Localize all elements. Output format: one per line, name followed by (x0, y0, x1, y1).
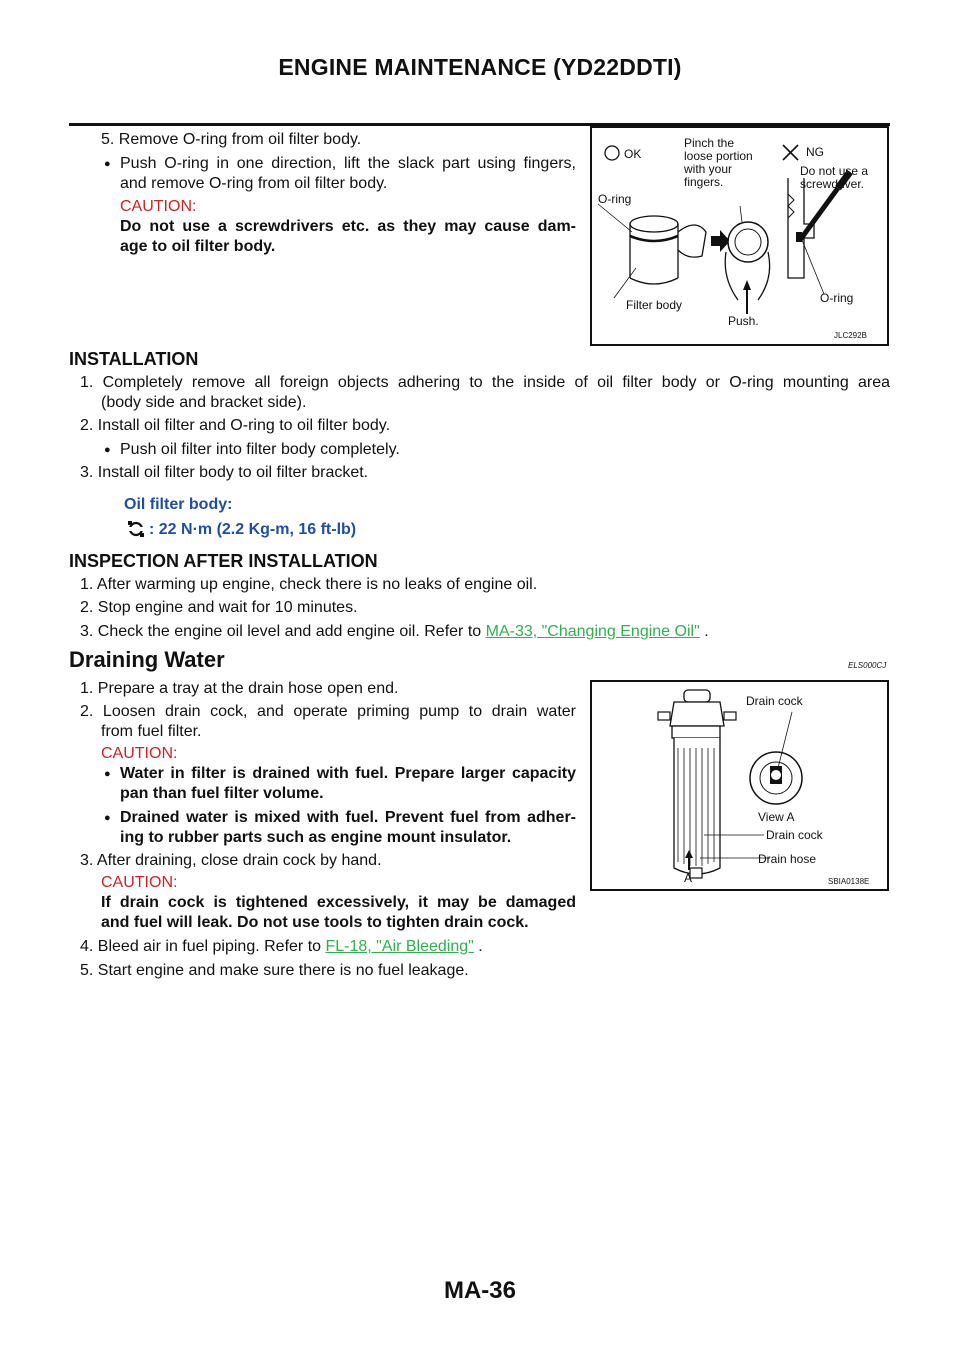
label-pinch-line1: Pinch the (684, 136, 735, 150)
draining-step2-line1: 2. Loosen drain cock, and operate primin… (80, 703, 576, 720)
draining-c2-line2: and fuel will leak. Do not use tools to … (101, 914, 529, 931)
draining-caution-label: CAUTION: (101, 745, 178, 762)
label-pinch-line3: with your (684, 162, 733, 176)
label-do-not-line2: screwdriver. (800, 177, 865, 191)
label-pinch: Pinch the loose portion with your finger… (684, 137, 753, 189)
figure-oring-removal: OK Pinch the loose portion with your fin… (590, 126, 889, 346)
draining-b2-line2: ing to rubber parts such as engine mount… (120, 829, 512, 846)
oring-removal-illustration (597, 144, 853, 314)
spec-value: : 22 N·m (2.2 Kg-m, 16 ft-lb) (149, 521, 357, 538)
step5-caution-text: Do not use a screwdrivers etc. as they m… (120, 217, 576, 257)
label-do-not: Do not use a screwdriver. (800, 165, 868, 191)
draining-caution2-text: If drain cock is tightened excessively, … (101, 893, 576, 933)
draining-code: ELS000CJ (848, 661, 887, 670)
step5-bullet-line2: and remove O-ring from oil filter body. (120, 175, 388, 192)
label-a: A (684, 871, 693, 885)
installation-step2-bullet: Push oil filter into filter body complet… (104, 440, 400, 460)
page-header-title: ENGINE MAINTENANCE (YD22DDTI) (278, 54, 682, 80)
link-air-bleeding[interactable]: FL-18, "Air Bleeding" (325, 938, 474, 955)
draining-caution-bullet2: Drained water is mixed with fuel. Preven… (104, 808, 576, 848)
draining-b1-line1: Water in filter is drained with fuel. Pr… (120, 765, 576, 782)
step5-bullet-line1: Push O-ring in one direction, lift the s… (120, 155, 576, 172)
installation-step3: 3. Install oil filter body to oil filter… (80, 464, 369, 481)
step5-caution-label: CAUTION: (120, 198, 197, 215)
figure2-id: SBIA0138E (828, 877, 870, 886)
header-rule (69, 123, 890, 126)
label-ok: OK (624, 147, 642, 161)
draining-b1-line2: pan than fuel filter volume. (120, 785, 324, 802)
draining-step2-line2: from fuel filter. (101, 723, 202, 740)
label-view-a: View A (758, 810, 795, 824)
label-pinch-line4: fingers. (684, 175, 724, 189)
draining-step4-end: . (473, 938, 483, 955)
label-oring-right: O-ring (820, 291, 854, 305)
draining-step5: 5. Start engine and make sure there is n… (80, 962, 469, 979)
draining-step4: 4. Bleed air in fuel piping. Refer to FL… (80, 937, 483, 957)
draining-caution-bullet1: Water in filter is drained with fuel. Pr… (104, 764, 576, 804)
inspection-step3-end: . (699, 623, 709, 640)
installation-heading: INSTALLATION (69, 349, 199, 369)
step5-bullet: Push O-ring in one direction, lift the s… (104, 154, 576, 194)
label-drain-cock-top: Drain cock (746, 694, 803, 708)
inspection-step2: 2. Stop engine and wait for 10 minutes. (80, 599, 358, 616)
inspection-step3: 3. Check the engine oil level and add en… (80, 622, 709, 642)
installation-step1-line2: (body side and bracket side). (101, 394, 307, 411)
figure-fuel-filter-drain: Drain cock View A Drain cock Drain hose … (590, 680, 889, 891)
inspection-step3-text: 3. Check the engine oil level and add en… (80, 623, 486, 640)
label-pinch-line2: loose portion (684, 149, 753, 163)
page-number: MA-36 (443, 1277, 516, 1304)
torque-wrench-icon (128, 521, 144, 537)
draining-b2-line1: Drained water is mixed with fuel. Preven… (120, 809, 576, 826)
step5-title: 5. Remove O-ring from oil filter body. (101, 131, 362, 148)
inspection-heading: INSPECTION AFTER INSTALLATION (69, 551, 378, 571)
draining-step1: 1. Prepare a tray at the drain hose open… (80, 680, 399, 697)
label-filter-body: Filter body (626, 298, 683, 312)
label-oring-left: O-ring (598, 192, 632, 206)
installation-step1-line1: 1. Completely remove all foreign objects… (80, 374, 890, 391)
draining-c2-line1: If drain cock is tightened excessively, … (101, 894, 576, 911)
inspection-step1: 1. After warming up engine, check there … (80, 576, 538, 593)
label-ng: NG (806, 145, 824, 159)
draining-caution2-label: CAUTION: (101, 874, 178, 891)
step5-caution-line1: Do not use a screwdrivers etc. as they m… (120, 218, 576, 235)
figure1-id: JLC292B (834, 331, 867, 340)
step5-caution-line2: age to oil filter body. (120, 238, 276, 255)
label-do-not-line1: Do not use a (800, 164, 869, 178)
draining-heading: Draining Water (69, 647, 225, 672)
label-drain-cock: Drain cock (766, 828, 823, 842)
label-push: Push. (728, 314, 759, 328)
spec-label: Oil filter body: (124, 496, 233, 513)
link-changing-engine-oil[interactable]: MA-33, "Changing Engine Oil" (485, 623, 700, 640)
label-drain-hose: Drain hose (758, 852, 817, 866)
installation-step2: 2. Install oil filter and O-ring to oil … (80, 417, 391, 434)
fuel-filter-illustration (657, 689, 803, 879)
draining-step4-text: 4. Bleed air in fuel piping. Refer to (80, 938, 326, 955)
draining-step3: 3. After draining, close drain cock by h… (80, 852, 382, 869)
